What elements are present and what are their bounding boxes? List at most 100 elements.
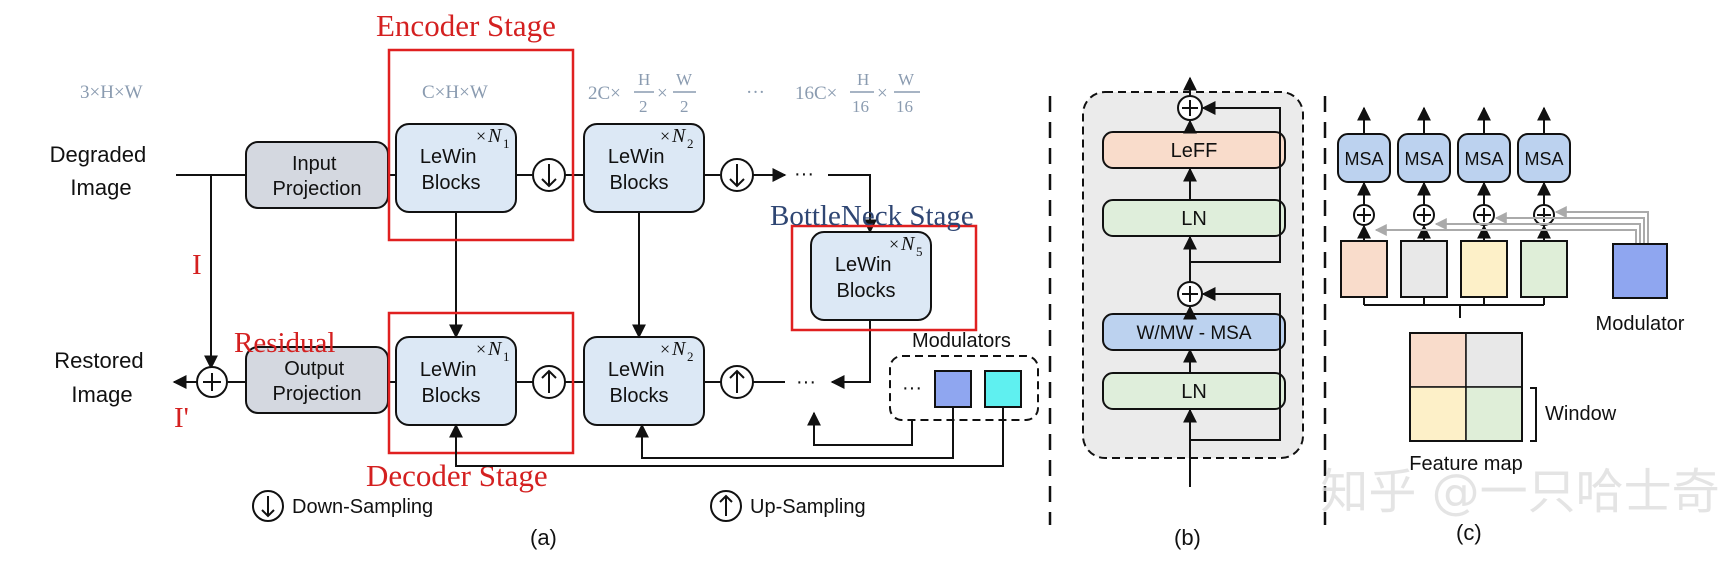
dec1-line2: Blocks — [422, 385, 481, 407]
modulator-square — [1612, 243, 1668, 299]
ellipsis-to-bottleneck — [828, 174, 877, 234]
modulator-feed-1 — [1374, 224, 1637, 244]
enc1-n: N — [487, 125, 503, 147]
down-arrow-icon — [261, 496, 275, 518]
encoder-stage-box — [387, 48, 575, 242]
modulator-feed-dec1 — [449, 407, 1004, 467]
plus-icon — [1417, 208, 1431, 222]
b-residual-2 — [1190, 101, 1281, 263]
bottleneck-stage-label: BottleNeck Stage — [770, 200, 974, 232]
watermark: 知乎 @一只哈士奇 — [1320, 464, 1718, 520]
decoder-block-1-label: LeWin Blocks — [420, 359, 482, 407]
output-projection-label: Output Projection — [273, 358, 362, 405]
modulator-feed-3 — [1494, 212, 1645, 244]
enc2-n-sub: 2 — [687, 136, 694, 151]
enc1-line2: Blocks — [422, 172, 481, 194]
modulator-feed-dec2 — [635, 407, 954, 459]
output-proj-line2: Projection — [273, 383, 362, 405]
dim-ellipsis: ··· — [746, 82, 765, 103]
decoder-ellipsis: ··· — [796, 371, 816, 393]
bottleneck-block-label: LeWin Blocks — [835, 254, 897, 302]
feature-map-label: Feature map — [1409, 453, 1522, 475]
ln-top — [1102, 199, 1286, 237]
panel-c: MSA MSA MSA MSA — [1337, 106, 1685, 545]
degraded-image-label: Degraded Image — [50, 142, 153, 200]
caption-c: (c) — [1456, 520, 1482, 545]
plus-icon — [203, 373, 221, 391]
modulators-box — [889, 355, 1039, 421]
encoder-block-2 — [583, 123, 705, 213]
modulator-label: Modulator — [1596, 313, 1685, 335]
plus-icon — [1182, 100, 1198, 116]
window-token-2 — [1400, 240, 1448, 298]
feature-map-cell-bl — [1409, 386, 1467, 442]
b-residual-1 — [1190, 287, 1281, 441]
dim-stage2-h-den: 2 — [639, 97, 648, 116]
dim-stage2-w-den: 2 — [680, 97, 689, 116]
leff-label: LeFF — [1171, 140, 1218, 162]
dim-stage2-prefix: 2C× — [588, 83, 621, 104]
down-arrow-icon — [541, 164, 557, 188]
restored-line1: Restored — [54, 348, 143, 373]
dec2-multiplier: × N 2 — [660, 338, 694, 364]
up-arrow-icon — [729, 369, 745, 393]
modulator-blue — [934, 370, 972, 408]
degraded-line2: Image — [70, 175, 131, 200]
label-I: I — [192, 249, 202, 281]
modulators-ellipsis: ··· — [902, 377, 922, 399]
window-bracket — [1530, 387, 1537, 442]
label-I-prime: I' — [174, 402, 189, 434]
ln-top-label: LN — [1181, 208, 1207, 230]
dim-stage4-w-den: 16 — [896, 97, 913, 116]
feature-map-cell-tr — [1465, 332, 1523, 388]
dec1-times: × — [476, 339, 486, 359]
residual-label: Residual — [234, 327, 336, 359]
enc2-n: N — [671, 125, 687, 147]
dim-stage4-h-den: 16 — [852, 97, 869, 116]
encoder-ellipsis: ··· — [794, 163, 814, 185]
window-token-3 — [1460, 240, 1508, 298]
decoder-stage-box — [387, 311, 575, 455]
enc2-line2: Blocks — [610, 172, 669, 194]
encoder-stage-label: Encoder Stage — [376, 8, 556, 43]
enc1-multiplier: × N 1 — [476, 125, 510, 151]
dim-stage2-w-num: W — [676, 70, 693, 89]
encoder-block-2-label: LeWin Blocks — [608, 146, 670, 194]
caption-a: (a) — [530, 525, 557, 550]
dim-stage2: 2C× H 2 × W 2 — [588, 70, 696, 116]
enc1-line1: LeWin — [420, 146, 477, 168]
dec2-n: N — [671, 338, 687, 360]
plus-icon — [1477, 208, 1491, 222]
dec2-line2: Blocks — [610, 385, 669, 407]
input-proj-line2: Projection — [273, 178, 362, 200]
ln-bottom — [1102, 372, 1286, 410]
output-proj-line1: Output — [284, 358, 344, 380]
modulators-label: Modulators — [912, 330, 1011, 352]
panel-a: 3×H×W C×H×W 2C× H 2 × W 2 ··· 16C× H 16 … — [50, 8, 1039, 550]
dim-stage4-w-num: W — [898, 70, 915, 89]
plus-icon — [1182, 286, 1198, 302]
dec1-n: N — [487, 338, 503, 360]
input-proj-line1: Input — [292, 153, 337, 175]
enc2-line1: LeWin — [608, 146, 665, 168]
encoder-block-1-label: LeWin Blocks — [420, 146, 482, 194]
dim-input: 3×H×W — [80, 82, 143, 103]
msa-label-2: MSA — [1404, 149, 1443, 169]
dim-stage4: 16C× H 16 × W 16 — [795, 70, 920, 116]
decoder-block-2-label: LeWin Blocks — [608, 359, 670, 407]
plus-icon — [1357, 208, 1371, 222]
caption-b: (b) — [1174, 525, 1201, 550]
dim-stage4-prefix: 16C× — [795, 83, 837, 104]
dec1-line1: LeWin — [420, 359, 477, 381]
degraded-line1: Degraded — [50, 142, 147, 167]
dim-stage4-times: × — [877, 83, 888, 104]
msa-label-1: MSA — [1344, 149, 1383, 169]
input-projection-label: Input Projection — [273, 153, 362, 200]
up-arrow-icon — [541, 369, 557, 393]
modulator-feed-lines — [1374, 206, 1649, 244]
modulator-feed-2 — [1434, 218, 1641, 244]
feature-map-cell-tl — [1409, 332, 1467, 388]
bottleneck-to-decoder — [830, 320, 871, 389]
dec2-times: × — [660, 339, 670, 359]
